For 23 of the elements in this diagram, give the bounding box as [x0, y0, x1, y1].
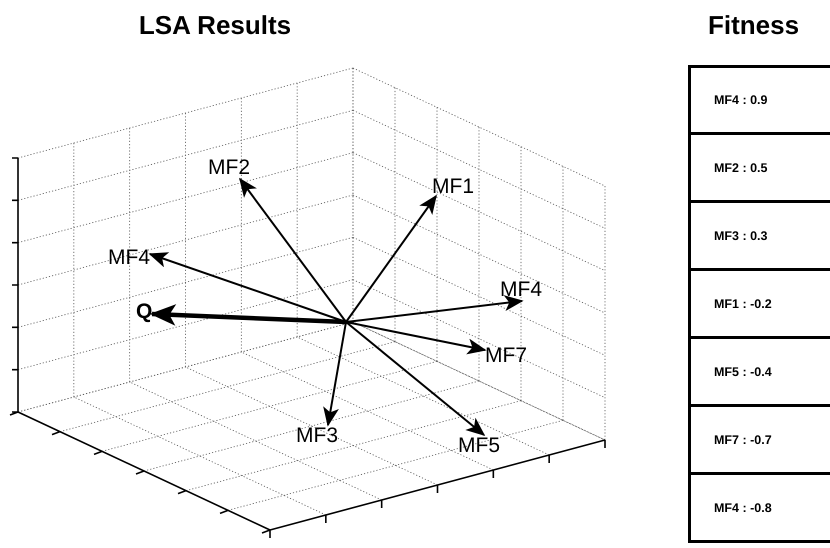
- vector-arrow: [345, 321, 486, 436]
- vector-label: MF2: [208, 157, 250, 179]
- vector-label: MF7: [485, 345, 527, 367]
- fitness-cell: MF7 : -0.7: [688, 407, 830, 475]
- table-heading: Fitness: [708, 10, 800, 40]
- vector-arrow: [346, 321, 487, 354]
- fitness-cell: MF5 : -0.4: [688, 339, 830, 407]
- vector-arrow: [323, 322, 347, 427]
- fitness-cell: MF3 : 0.3: [688, 203, 830, 271]
- fitness-cell: MF4 : 0.9: [688, 65, 830, 135]
- vector-label: MF1: [432, 176, 474, 198]
- vector-label: MF3: [296, 425, 338, 447]
- vector-label: MF4: [108, 247, 150, 269]
- vector-arrow: [345, 194, 437, 323]
- fitness-cell: MF4 : -0.8: [688, 475, 830, 543]
- vector-label: MF4: [500, 279, 542, 301]
- fitness-cell: MF2 : 0.5: [688, 135, 830, 203]
- vector-label: MF5: [458, 435, 500, 457]
- vector-label: Q: [136, 301, 152, 323]
- fitness-cell: MF1 : -0.2: [688, 271, 830, 339]
- vector-arrow: [346, 295, 524, 323]
- vector-arrow: [150, 304, 346, 326]
- chart-title: LSA Results: [138, 10, 292, 41]
